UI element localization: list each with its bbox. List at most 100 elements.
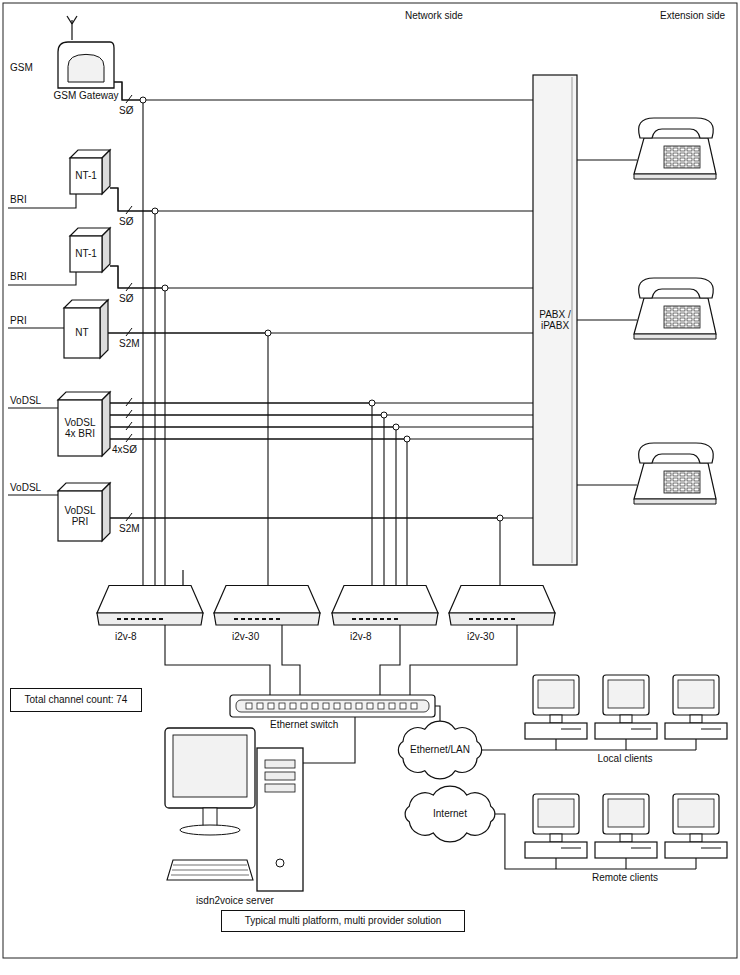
device-body [449,586,555,626]
monitor-screen [608,799,644,827]
telephone [634,118,716,179]
client-bus [515,868,696,869]
monitor-neck [620,834,632,842]
line-type: VoDSL [10,395,41,407]
device-top [449,586,555,614]
i2v-device-shape [212,585,322,629]
status-led [476,618,480,620]
status-led [387,618,391,620]
status-led [373,618,377,620]
monitor-screen [173,735,247,797]
connector-line [110,188,533,211]
switch-port [279,703,285,709]
client-group: Remote clients [515,785,735,884]
monitor-neck [620,715,632,723]
terminator-box [58,483,110,541]
terminator-box [70,228,110,272]
desktop-case [595,842,657,858]
box-front [58,491,102,541]
drive-bay [265,784,295,792]
monitor-neck [550,834,562,842]
node-label: NT-1 [75,248,97,260]
i2v-device-shape [95,585,205,629]
interface-name: SØ [119,216,133,228]
connector-line [110,266,165,586]
line-count-slashes [126,95,132,521]
junction-dot [140,97,146,103]
device-front [332,613,438,625]
node-label: Total channel count: 74 [25,694,128,706]
pabx-edge [572,77,573,563]
box-side [100,300,108,358]
status-led [124,618,128,620]
line-type: PRI [10,315,27,327]
connector-line [482,749,515,750]
device-front [449,613,555,625]
box-top [58,392,110,400]
node-label: VoDSL 4x BRI [61,417,99,440]
outer-frame [3,3,737,958]
drive-bay [265,760,295,768]
status-led [497,618,501,620]
monitor [603,675,649,715]
drive-bay [265,772,295,780]
pabx-unit: PABX / iPABX [533,75,577,565]
connector-line [110,439,407,586]
node-label: VoDSL PRI [61,505,99,528]
monitor-screen [538,680,574,708]
drive-slot [561,848,581,849]
device-front [97,613,203,625]
switch-port [246,703,252,709]
interface-name: S2M [119,523,140,535]
status-led [262,618,266,620]
connector-line [114,82,533,100]
server-computer: isdn2voice server [165,728,305,907]
vodsl-modem: VoDSL PRI [58,483,110,541]
gsm-gateway-shape [58,40,114,88]
node-label: GSM Gateway [53,90,118,102]
i2v-device: i2v-8 [330,585,440,643]
connector-line [110,415,384,586]
server-computer-shape [165,728,305,893]
status-led [511,618,515,620]
status-led [276,618,280,620]
switch-port [301,703,307,709]
status-led [469,618,473,620]
interface-name: SØ [119,293,133,305]
switch-port [268,703,274,709]
monitor [165,728,255,808]
status-led [255,618,259,620]
gsm-antenna [67,16,77,40]
cloud-outline [398,721,481,779]
client-bus [515,749,696,750]
client-drop [625,739,626,750]
connector-line [380,625,400,695]
monitor-neck [550,715,562,723]
monitor [533,675,579,715]
junction-dot [162,285,168,291]
status-led [490,618,494,620]
network-cloud: Internet [395,782,505,846]
monitor-neck [203,808,217,826]
switch-port [367,703,373,709]
monitor [673,794,719,834]
client-computers [515,675,727,750]
gateway-body [58,42,114,88]
node-label: Typical multi platform, multi provider s… [245,915,442,927]
connector-line [282,625,300,695]
device-body [214,586,320,626]
line-type: GSM [10,62,33,74]
monitor [533,794,579,834]
junction-dot [265,330,271,336]
drive-slot [631,729,651,730]
vodsl-modem: VoDSL 4x BRI [58,392,110,456]
device-body [332,586,438,626]
switch-port [290,703,296,709]
desktop-case [595,723,657,739]
caption-box: Typical multi platform, multi provider s… [221,910,465,932]
keyboard [167,860,253,880]
connector-line [110,403,372,586]
switch-port [312,703,318,709]
